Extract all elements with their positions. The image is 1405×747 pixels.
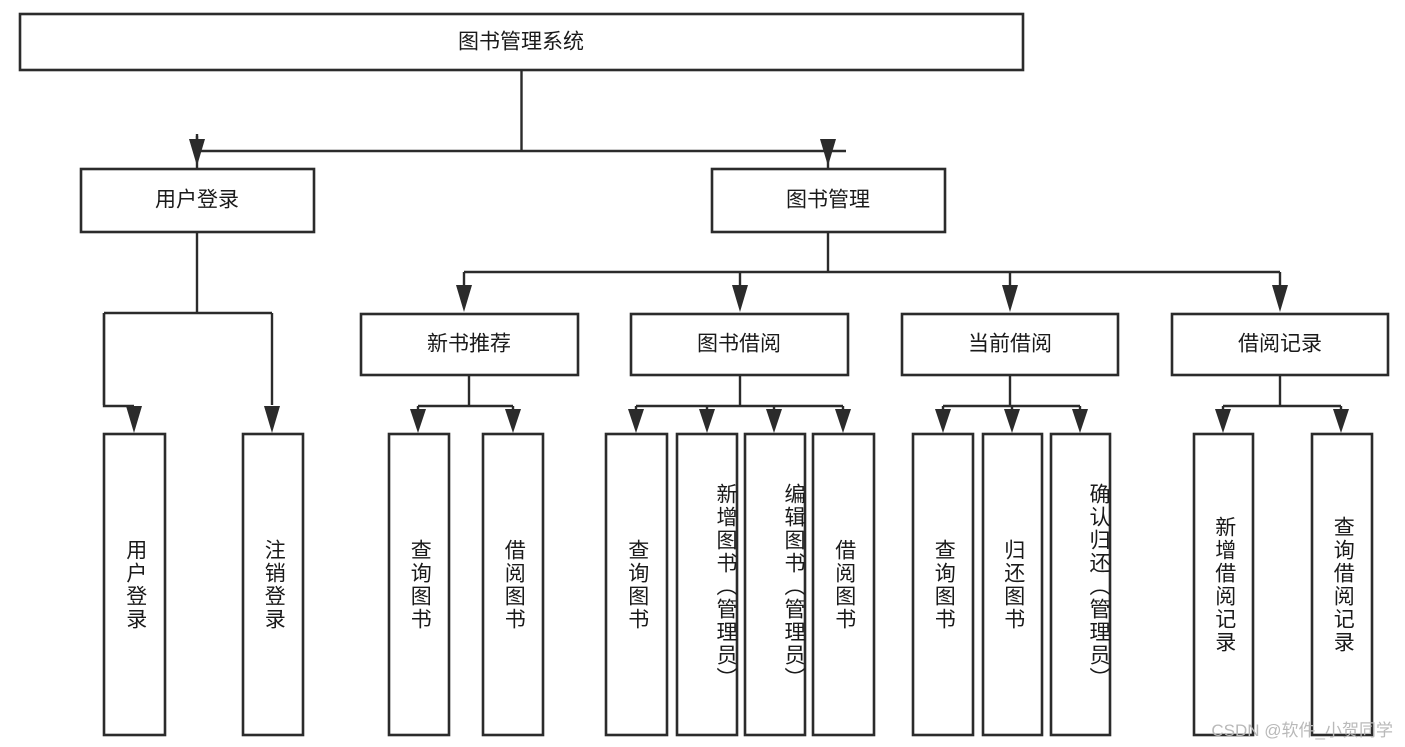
node-leaf-bo-borrow-box[interactable] bbox=[811, 432, 876, 737]
arrow-to-bb-query bbox=[628, 409, 644, 433]
connector-group-newbook bbox=[416, 375, 515, 412]
connector-group-currentborrow bbox=[941, 375, 1082, 412]
node-user-login-box[interactable] bbox=[79, 167, 316, 234]
node-root-box[interactable] bbox=[18, 12, 1025, 72]
node-leaf-nb-query-box[interactable] bbox=[387, 432, 451, 737]
arrow-to-cb-confirm bbox=[1072, 409, 1088, 433]
node-leaf-cu-query-label: 查询图书 bbox=[932, 538, 956, 631]
arrow-to-new-book bbox=[456, 285, 472, 312]
node-leaf-bo-query-label: 查询图书 bbox=[625, 538, 649, 631]
arrow-to-cb-query bbox=[935, 409, 951, 433]
arrow-to-borrow-record bbox=[1272, 285, 1288, 312]
arrow-to-nb-borrow bbox=[505, 409, 521, 433]
node-leaf-logout-box[interactable] bbox=[241, 432, 305, 737]
arrow-to-cb-return bbox=[1004, 409, 1020, 433]
node-current-borrow-box[interactable] bbox=[900, 312, 1120, 377]
node-leaf-bo-query-box[interactable] bbox=[604, 432, 669, 737]
node-leaf-rc-add-label: 新增借阅记录 bbox=[1212, 515, 1236, 654]
node-user-login-label: 用户登录 bbox=[155, 189, 239, 212]
node-leaf-nb-query-label: 查询图书 bbox=[408, 538, 432, 631]
node-leaf-rc-add-box[interactable] bbox=[1192, 432, 1255, 737]
node-leaf-bo-add-box[interactable] bbox=[675, 432, 739, 737]
connector-group-bookmgmt bbox=[462, 232, 1282, 285]
arrow-to-leaf-logout bbox=[264, 406, 280, 433]
node-leaf-nb-borrow-label: 借阅图书 bbox=[502, 538, 526, 631]
node-leaf-user-login-label: 用户登录 bbox=[123, 538, 147, 631]
node-leaf-cu-confirm-label: 确认归还（管理员） bbox=[1087, 483, 1110, 690]
arrow-to-br-query bbox=[1333, 409, 1349, 433]
connector-group-borrowrecord bbox=[1221, 375, 1343, 412]
node-leaf-cu-query-box[interactable] bbox=[911, 432, 975, 737]
connector-group-root bbox=[195, 70, 846, 168]
node-borrow-record-label: 借阅记录 bbox=[1238, 333, 1322, 356]
node-root-label: 图书管理系统 bbox=[458, 31, 584, 54]
node-leaf-rc-query-box[interactable] bbox=[1310, 432, 1374, 737]
arrow-to-br-add bbox=[1215, 409, 1231, 433]
node-book-borrow-label: 图书借阅 bbox=[697, 333, 781, 356]
node-leaf-user-login-box[interactable] bbox=[102, 432, 167, 737]
node-borrow-record-box[interactable] bbox=[1170, 312, 1390, 377]
arrow-to-bb-add bbox=[699, 409, 715, 433]
arrow-to-book-mgmt bbox=[820, 139, 836, 166]
node-leaf-bo-edit-label: 编辑图书（管理员） bbox=[782, 483, 805, 690]
csdn-watermark: CSDN @软件_小贺同学 bbox=[1211, 721, 1393, 740]
arrow-to-book-borrow bbox=[732, 285, 748, 312]
node-leaf-cu-confirm-box[interactable] bbox=[1049, 432, 1112, 737]
node-leaf-logout-label: 注销登录 bbox=[262, 538, 286, 631]
connector-userlogin-left-elbow bbox=[102, 313, 134, 408]
node-leaf-bo-borrow-label: 借阅图书 bbox=[832, 538, 856, 631]
arrow-to-bb-borrow bbox=[835, 409, 851, 433]
node-leaf-nb-borrow-box[interactable] bbox=[481, 432, 545, 737]
arrow-to-nb-query bbox=[410, 409, 426, 433]
node-leaf-cu-return-label: 归还图书 bbox=[1001, 538, 1025, 631]
arrow-to-user-login bbox=[189, 139, 205, 166]
node-current-borrow-label: 当前借阅 bbox=[968, 333, 1052, 356]
connector-group-bookborrow bbox=[634, 375, 845, 412]
arrow-to-bb-edit bbox=[766, 409, 782, 433]
connector-group-userlogin bbox=[102, 232, 274, 405]
node-book-mgmt-box[interactable] bbox=[710, 167, 947, 234]
node-leaf-cu-return-box[interactable] bbox=[981, 432, 1044, 737]
node-book-mgmt-label: 图书管理 bbox=[786, 189, 870, 212]
node-new-book-label: 新书推荐 bbox=[427, 333, 511, 356]
node-book-borrow-box[interactable] bbox=[629, 312, 850, 377]
node-leaf-rc-query-label: 查询借阅记录 bbox=[1331, 515, 1355, 654]
arrow-to-current-borrow bbox=[1002, 285, 1018, 312]
node-leaf-bo-edit-box[interactable] bbox=[743, 432, 807, 737]
arrow-to-leaf-user-login bbox=[126, 406, 142, 433]
node-leaf-bo-add-label: 新增图书（管理员） bbox=[714, 483, 737, 690]
node-new-book-box[interactable] bbox=[359, 312, 580, 377]
